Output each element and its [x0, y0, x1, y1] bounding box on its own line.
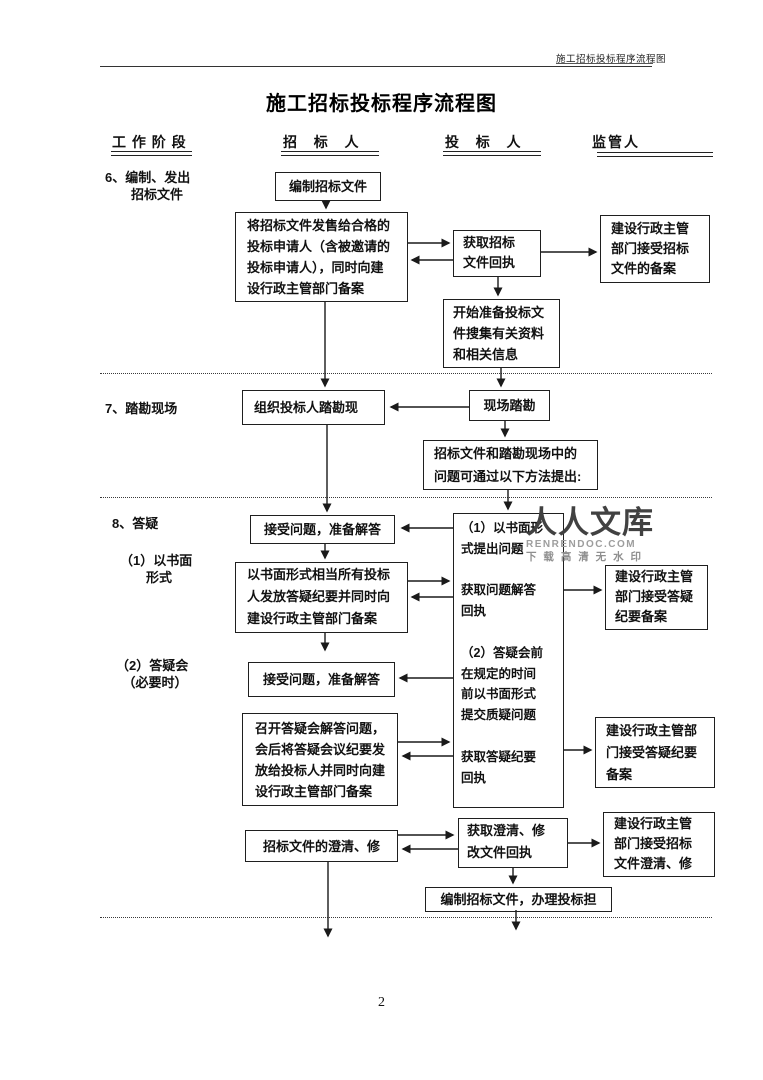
section-separator-3	[100, 917, 712, 918]
page-number: 2	[378, 995, 385, 1010]
box-start-prepare-bid: 开始准备投标文 件搜集有关资料 和相关信息	[443, 299, 560, 368]
column-header-tenderer-underline	[281, 151, 379, 156]
header-rule	[100, 66, 652, 67]
box-authority-record-tender-docs: 建设行政主管 部门接受招标 文件的备案	[600, 215, 710, 283]
box-sell-tender-docs: 将招标文件发售给合格的 投标申请人（含被邀请的 投标申请人），同时向建 设行政主…	[235, 212, 408, 302]
column-header-bidder: 投 标 人	[445, 134, 524, 150]
box-authority-record-clarifications: 建设行政主管 部门接受招标 文件澄清、修	[603, 812, 715, 877]
running-header-underline	[556, 63, 653, 64]
box-site-visit: 现场踏勘	[469, 390, 550, 421]
box-prepare-bid-guarantee: 编制招标文件，办理投标担	[425, 887, 612, 912]
box-issue-written-answers: 以书面形式相当所有投标 人发放答疑纪要并同时向 建设行政主管部门备案	[235, 562, 408, 633]
phase-label-7: 7、踏勘现场	[105, 401, 178, 416]
box-clarify-tender-docs: 招标文件的澄清、修	[245, 830, 398, 862]
box-authority-record-meeting-minutes: 建设行政主管部 门接受答疑纪要 备案	[595, 717, 715, 788]
box-accept-questions-2: 接受问题，准备解答	[248, 662, 395, 697]
box-obtain-clarification-receipt: 获取澄清、修 改文件回执	[458, 818, 568, 868]
box-organize-site-visit: 组织投标人踏勘现	[242, 390, 385, 425]
box-answer-meeting: 召开答疑会解答问题， 会后将答疑会议纪要发 放给投标人并同时向建 设行政主管部门…	[242, 713, 398, 806]
section-separator-2	[100, 497, 712, 498]
phase-label-6: 6、编制、发出 招标文件	[105, 170, 191, 202]
box-questions-methods: 招标文件和踏勘现场中的 问题可通过以下方法提出:	[423, 440, 598, 490]
box-authority-record-answers: 建设行政主管 部门接受答疑 纪要备案	[605, 565, 708, 630]
phase-label-8-2: （2）答疑会 （必要时）	[116, 658, 189, 690]
column-header-supervisor: 监管人	[592, 134, 640, 150]
column-header-stage-underline	[111, 151, 192, 156]
running-header-text: 施工招标投标程序流程图	[556, 55, 667, 65]
column-header-bidder-underline	[443, 151, 541, 156]
column-header-stage: 工 作 阶 段	[112, 134, 187, 150]
column-header-tenderer: 招 标 人	[283, 134, 362, 150]
section-separator-1	[100, 373, 712, 374]
box-bidder-question-channels: （1）以书面形 式提出问题 获取问题解答 回执 （2）答疑会前 在规定的时间 前…	[453, 513, 564, 808]
phase-label-8: 8、答疑	[112, 516, 159, 531]
box-compile-tender-docs: 编制招标文件	[275, 172, 381, 201]
phase-label-8-1: （1）以书面 形式	[120, 553, 193, 585]
box-obtain-docs-receipt: 获取招标 文件回执	[453, 230, 541, 277]
column-header-supervisor-underline	[597, 152, 713, 157]
page-title: 施工招标投标程序流程图	[266, 93, 497, 115]
box-accept-questions-1: 接受问题，准备解答	[250, 515, 395, 544]
